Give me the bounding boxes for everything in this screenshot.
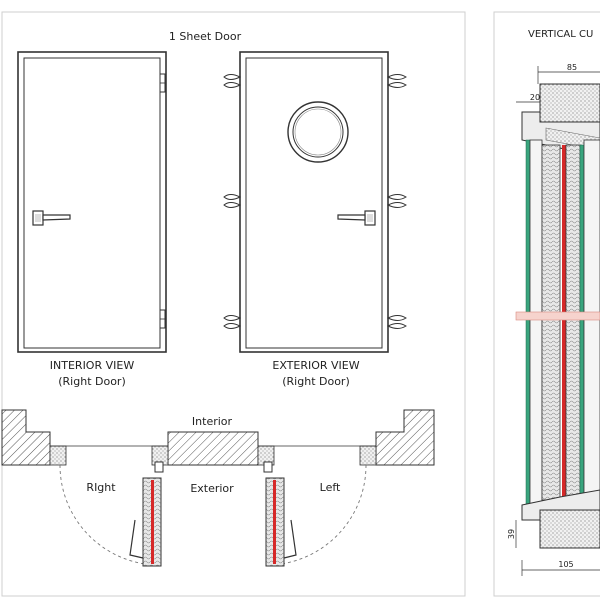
door-swing-arc-right (59, 464, 156, 566)
sheet-door-title: 1 Sheet Door (169, 30, 242, 43)
interior-door-elevation (17, 51, 167, 353)
hinge-bracket-icon (223, 74, 407, 329)
interior-view-subtitle: (Right Door) (58, 375, 126, 388)
top-wall-block (539, 83, 600, 123)
interior-view-title: INTERIOR VIEW (50, 359, 135, 372)
svg-text:85: 85 (567, 63, 577, 72)
exterior-view-title: EXTERIOR VIEW (272, 359, 359, 372)
bottom-dimension: 39 105 (507, 520, 600, 576)
porthole-window-icon (287, 101, 349, 163)
open-door-leaf-right (129, 461, 164, 567)
exterior-door-elevation (223, 51, 407, 353)
right-panel: VERTICAL CU 85 20 (493, 11, 600, 597)
door-leaf-section (525, 139, 600, 506)
svg-text:39: 39 (507, 529, 516, 539)
svg-text:105: 105 (558, 560, 573, 569)
wall-left (1, 409, 51, 466)
open-door-leaf-left (263, 461, 297, 567)
door-swing-arc-left (270, 464, 367, 566)
svg-text:20: 20 (530, 93, 540, 102)
interior-label: Interior (192, 415, 233, 428)
wall-center (167, 431, 259, 466)
left-panel: 1 Sheet Door INTERIOR VIEW (Right Door) (1, 11, 466, 597)
hinge-icon (159, 73, 166, 93)
left-door-label: Left (320, 481, 341, 494)
exterior-label: Exterior (190, 482, 234, 495)
mid-section-band (515, 311, 600, 321)
right-door-label: RIght (86, 481, 116, 494)
vertical-cut-title: VERTICAL CU (528, 29, 593, 40)
door-handle-icon (32, 210, 71, 226)
plan-view: Interior Exterior RIght Left (1, 409, 435, 567)
exterior-view-subtitle: (Right Door) (282, 375, 350, 388)
hinge-icon (159, 309, 166, 329)
top-dimension: 85 20 (516, 63, 600, 103)
door-handle-icon (337, 210, 376, 226)
bottom-wall-block (539, 509, 600, 549)
